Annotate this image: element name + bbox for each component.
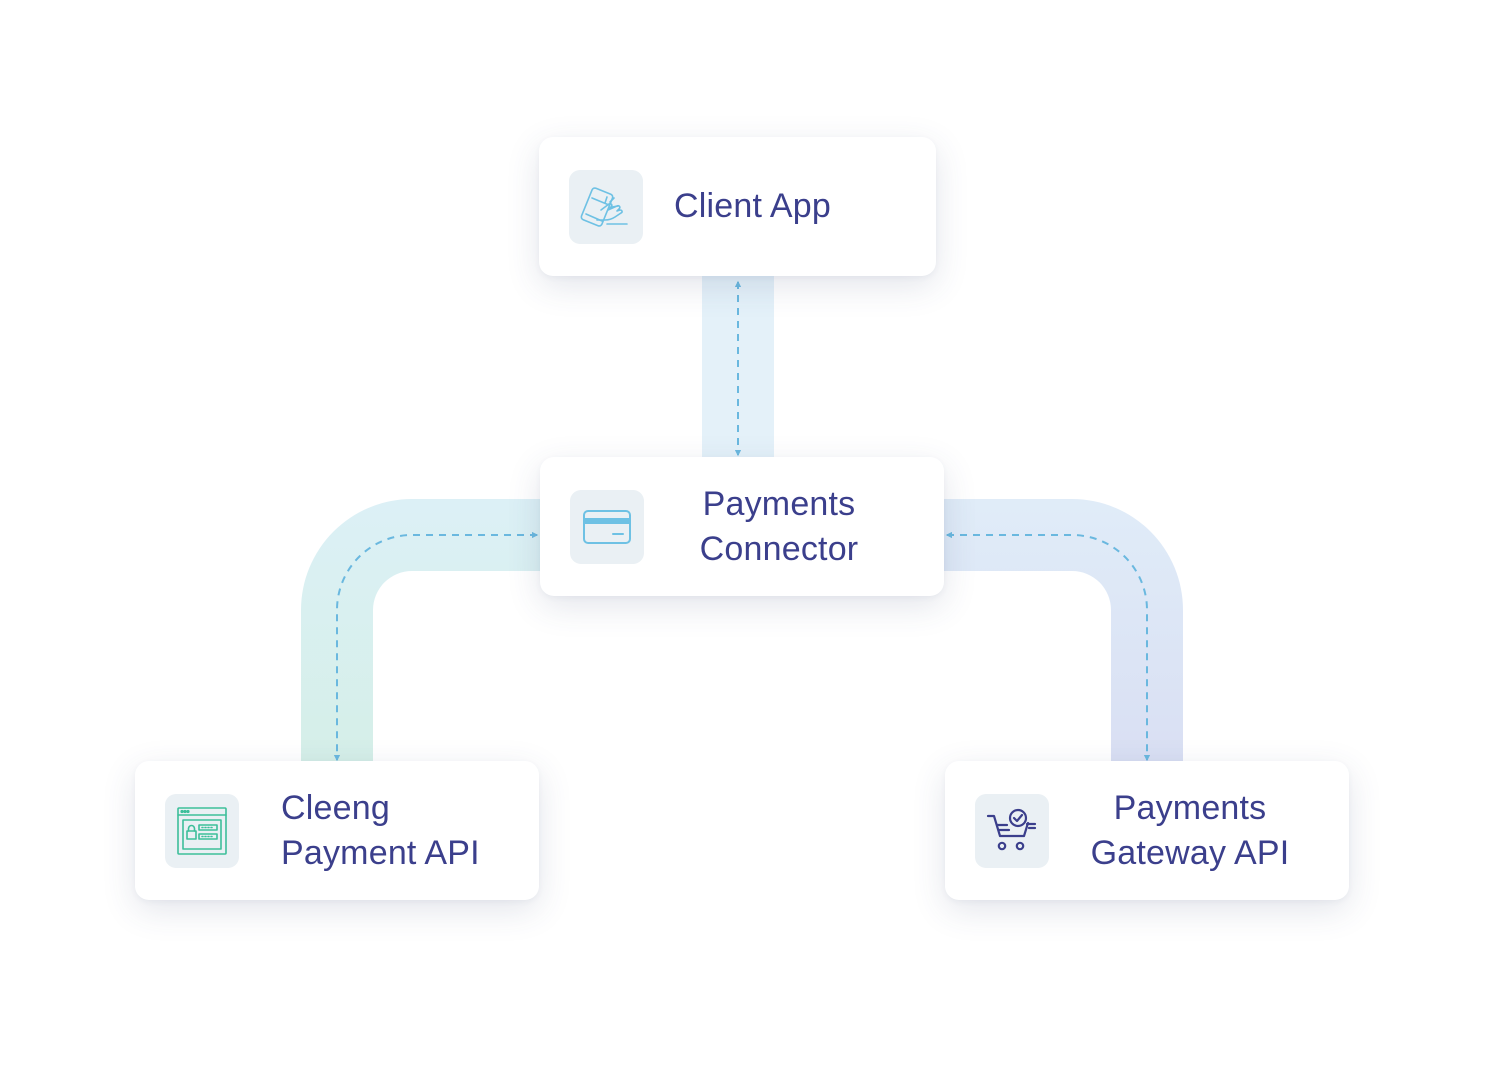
secure-browser-icon (165, 793, 239, 868)
cart-check-icon (975, 793, 1049, 868)
payments-connector-label: Payments Connector (699, 484, 859, 568)
credit-card-icon (570, 489, 644, 564)
payments-gateway-api-label: Payments Gateway API (1090, 788, 1290, 872)
band-connector-cleeng (301, 499, 550, 770)
arrow-connector-cleeng (333, 531, 539, 762)
cleeng-payment-api-card: Cleeng Payment API (135, 761, 539, 900)
payments-connector-card: Payments Connector (540, 457, 944, 596)
cleeng-payment-api-label: Cleeng Payment API (281, 788, 480, 872)
client-app-label: Client App (674, 187, 831, 225)
hand-touch-phone-icon (569, 169, 643, 244)
client-app-card: Client App (539, 137, 936, 276)
payments-gateway-api-card: Payments Gateway API (945, 761, 1349, 900)
band-connector-gateway (935, 499, 1183, 770)
arrow-connector-gateway (945, 531, 1151, 762)
